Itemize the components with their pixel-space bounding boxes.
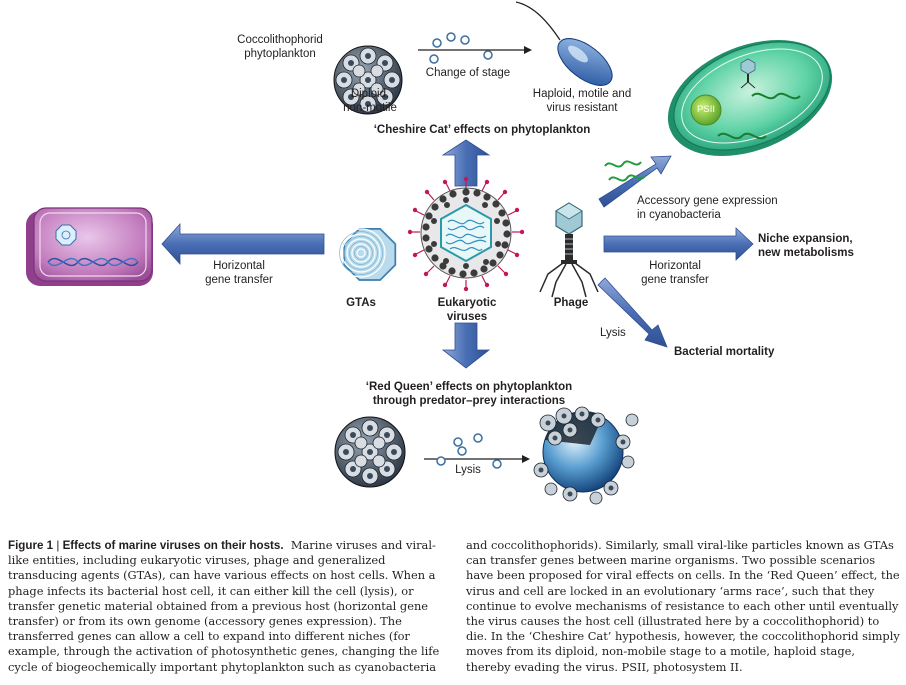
label-change-of-stage: Change of stage [425,67,511,79]
lysed-cell [533,406,639,505]
arrow-left [161,222,325,266]
host-cell-purple [26,207,153,286]
arrow-diag-down [597,277,668,348]
phage [539,202,599,298]
coccolithophorid-top [333,45,403,115]
caption-text-left: Marine viruses and viral-like entities, … [8,538,440,674]
arrow-diag-up [598,155,672,208]
label-psii: PSII [697,104,715,115]
label-haploid: Haploid, motile and virus resistant [532,88,632,114]
top-viruses-arrow [418,32,532,64]
caption-column-left: Figure 1 | Effects of marine viruses on … [8,538,442,675]
label-lysis-right: Lysis [600,327,626,339]
coccolithophorid-bottom [334,416,406,488]
gta-particle [336,228,397,281]
bottom-viruses-arrow [424,433,530,469]
caption-text-right: and coccolithophorids). Similarly, small… [466,538,900,674]
label-gtas: GTAs [346,297,376,309]
label-eukaryotic-viruses: Eukaryotic viruses [437,297,497,323]
figure-illustration: Coccolithophorid phytoplankton Diploid, … [26,1,854,505]
label-phage: Phage [553,297,589,309]
label-horizontal-gene-transfer-right: Horizontal gene transfer [641,260,709,286]
label-horizontal-gene-transfer-left: Horizontal gene transfer [205,260,273,286]
label-lysis-bottom: Lysis [455,464,481,476]
eukaryotic-virus [407,176,525,292]
label-bacterial-mortality: Bacterial mortality [674,346,775,358]
label-niche-expansion: Niche expansion, new metabolisms [758,233,854,259]
caption-lead: Effects of marine viruses on their hosts… [62,539,284,552]
arrow-up [441,139,491,187]
caption-column-right: and coccolithophorids). Similarly, small… [466,538,900,675]
arrow-down [441,322,491,369]
cyanobacterium [604,40,833,182]
label-coccolithophorid: Coccolithophorid phytoplankton [237,34,323,60]
caption-separator: | [53,539,63,552]
caption-title: Figure 1 [8,539,54,552]
haploid-motile-cell [515,1,613,86]
figure-svg [26,1,833,505]
label-diploid: Diploid, non-motile [343,88,397,114]
label-red-queen: ‘Red Queen’ effects on phytoplankton thr… [365,381,573,407]
label-cheshire-cat: ‘Cheshire Cat’ effects on phytoplankton [373,124,591,136]
label-accessory-gene: Accessory gene expression in cyanobacter… [637,195,778,221]
arrow-right [603,227,754,261]
